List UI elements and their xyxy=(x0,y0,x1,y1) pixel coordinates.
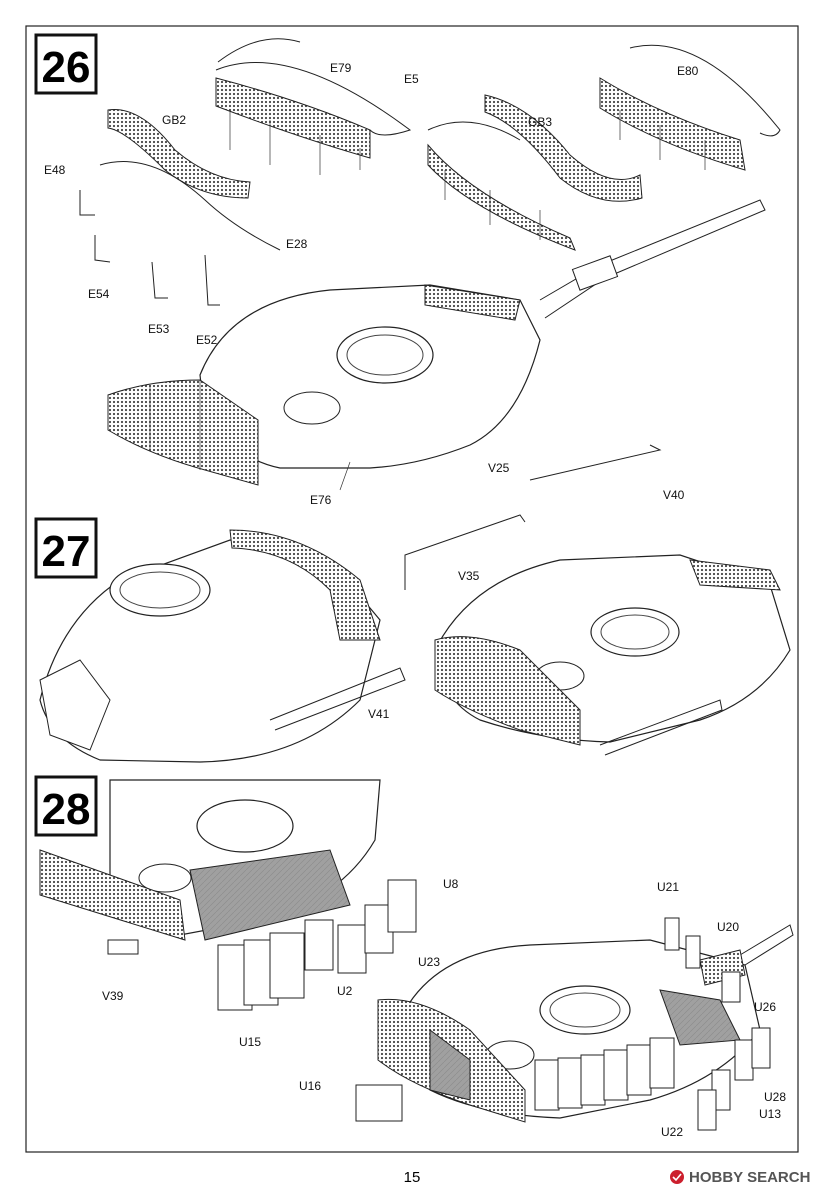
turret-26 xyxy=(107,199,766,486)
label-e52: E52 xyxy=(196,333,218,347)
basket-e80 xyxy=(599,44,781,171)
label-u22: U22 xyxy=(661,1125,683,1139)
label-e53: E53 xyxy=(148,322,170,336)
applique-panels-right xyxy=(355,917,771,1131)
label-gb3: GB3 xyxy=(528,115,552,129)
basket-e79 xyxy=(215,38,412,175)
label-e79: E79 xyxy=(330,61,352,75)
label-u2: U2 xyxy=(337,984,353,998)
label-e48: E48 xyxy=(44,163,66,177)
label-v35: V35 xyxy=(458,569,480,583)
step-28: 28 U8 U23 U2 V39 U15 xyxy=(34,775,794,1139)
step-27-box xyxy=(34,517,98,579)
page-number: 15 xyxy=(404,1169,421,1186)
bracket-set-left xyxy=(79,161,281,306)
hobby-search-logo-icon xyxy=(670,1170,684,1184)
label-v25: V25 xyxy=(488,461,510,475)
label-u15: U15 xyxy=(239,1035,261,1049)
label-v40: V40 xyxy=(663,488,685,502)
step-28-box xyxy=(34,775,98,837)
label-u23: U23 xyxy=(418,955,440,969)
step-27: 27 V41 V35 xyxy=(34,514,791,763)
label-u20: U20 xyxy=(717,920,739,934)
step-26-box xyxy=(34,33,98,95)
label-gb2: GB2 xyxy=(162,113,186,127)
turret-27-front xyxy=(434,554,791,756)
watermark-text: HOBBY SEARCH xyxy=(689,1169,810,1186)
turret-28-left xyxy=(39,779,381,941)
basket-gb3-frame xyxy=(427,121,576,251)
label-e28: E28 xyxy=(286,237,308,251)
label-u28: U28 xyxy=(764,1090,786,1104)
label-v39: V39 xyxy=(102,989,124,1003)
label-e80: E80 xyxy=(677,64,699,78)
label-e5: E5 xyxy=(404,72,419,86)
label-e54: E54 xyxy=(88,287,110,301)
label-u13: U13 xyxy=(759,1107,781,1121)
label-u8: U8 xyxy=(443,877,459,891)
label-u21: U21 xyxy=(657,880,679,894)
label-v41: V41 xyxy=(368,707,390,721)
grille-gb3 xyxy=(484,94,643,202)
turret-27-rear xyxy=(39,529,406,763)
page-border xyxy=(25,25,799,1153)
label-e76: E76 xyxy=(310,493,332,507)
step-27-number: 27 xyxy=(42,527,91,576)
step-26-number: 26 xyxy=(42,43,91,92)
step-26: 26 xyxy=(34,33,781,507)
label-u16: U16 xyxy=(299,1079,321,1093)
watermark: HOBBY SEARCH xyxy=(670,1169,810,1186)
step-28-number: 28 xyxy=(42,785,91,834)
label-u26: U26 xyxy=(754,1000,776,1014)
grille-gb2 xyxy=(107,109,251,199)
applique-panels-left xyxy=(107,879,417,1011)
